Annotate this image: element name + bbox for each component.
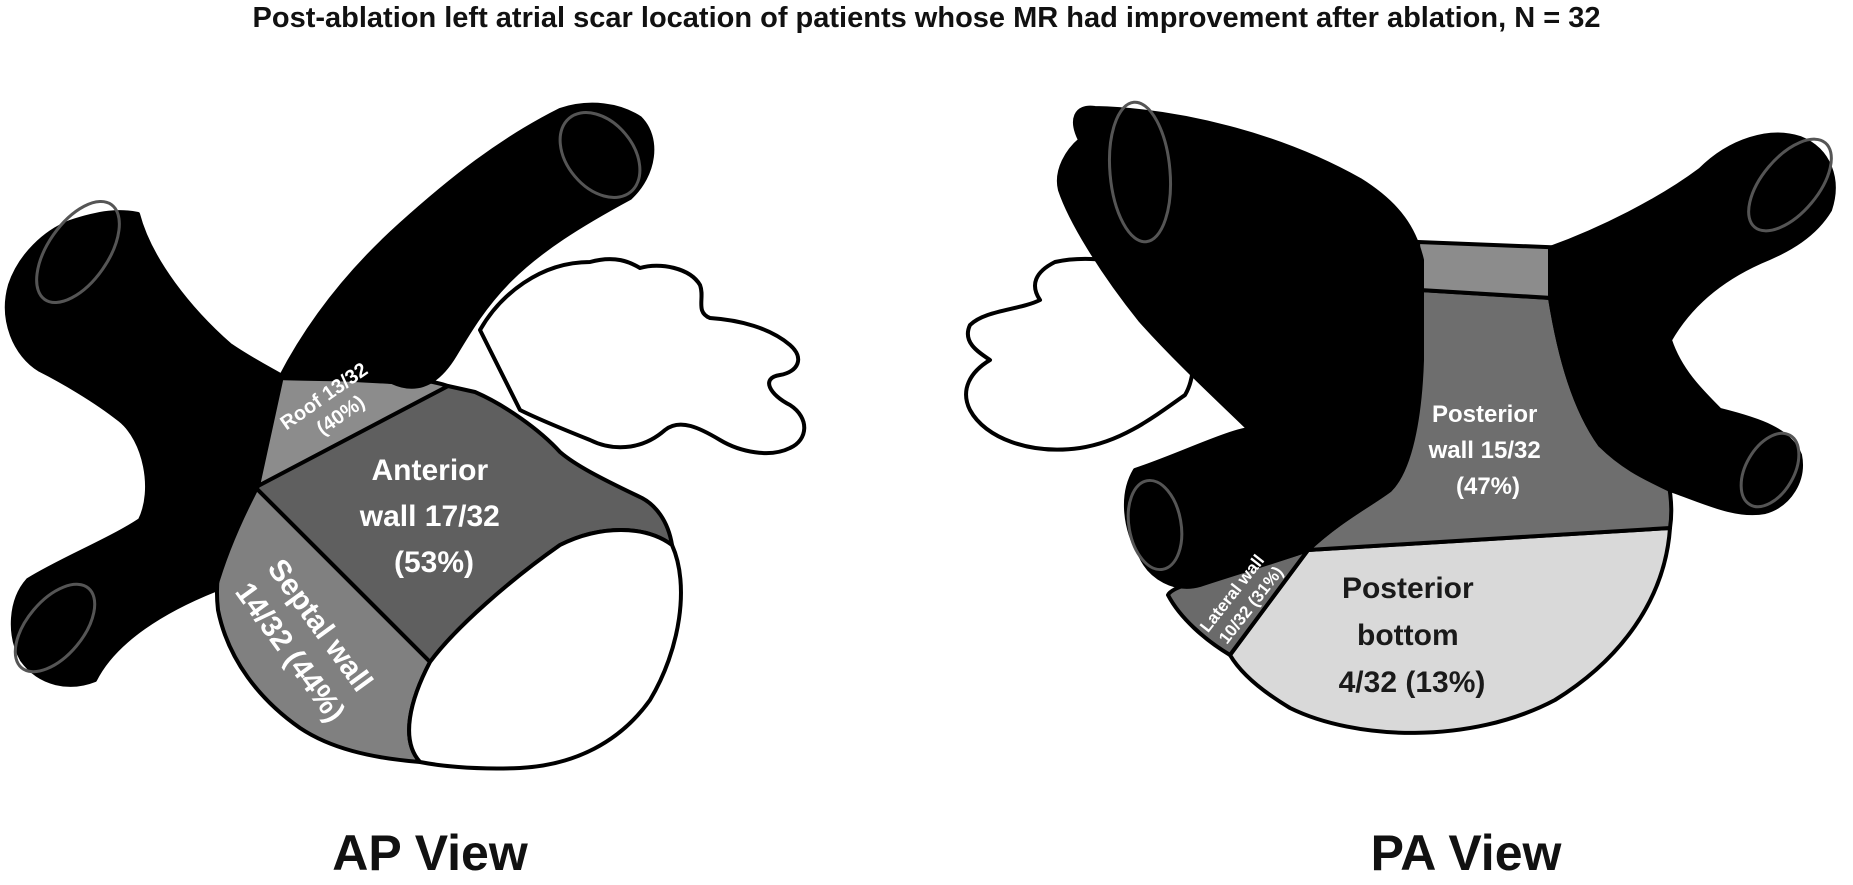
ap-anterior-wall-label: Anterior wall 17/32 (53%) xyxy=(359,454,508,579)
ap-vein-cap-left xyxy=(35,199,121,305)
pa-vein-cap-left-lower xyxy=(1126,478,1184,572)
ap-left-pulmonary-veins xyxy=(4,210,284,687)
pa-posterior-bottom xyxy=(1228,526,1672,735)
ap-vein-cap-top xyxy=(558,111,642,199)
ap-mitral-opening xyxy=(407,528,683,771)
pa-vein-cap-right-lower xyxy=(1739,431,1801,509)
figure-title: Post-ablation left atrial scar location … xyxy=(252,2,1601,34)
ap-view: Roof 13/32 (40%) Anterior wall 17/32 (53… xyxy=(4,102,807,881)
ap-left-atrial-appendage xyxy=(478,257,807,456)
pa-vein-cap-left-upper xyxy=(1107,100,1173,244)
pa-posterior-wall-top xyxy=(1416,240,1572,300)
pa-view: Posterior wall 15/32 (47%) Lateral wall … xyxy=(964,100,1836,881)
pa-view-label: PA View xyxy=(1371,825,1562,881)
ap-right-pulmonary-vein xyxy=(278,102,655,389)
ap-vein-cap-bottom xyxy=(13,582,97,674)
pa-posterior-wall-label: Posterior wall 15/32 (47%) xyxy=(1428,401,1548,500)
ap-view-label: AP View xyxy=(332,825,528,881)
pa-posterior-bottom-label: Posterior bottom 4/32 (13%) xyxy=(1339,572,1486,699)
pa-vein-cap-right-upper xyxy=(1747,137,1833,233)
pa-left-pulmonary-vein-upper xyxy=(1056,105,1424,552)
